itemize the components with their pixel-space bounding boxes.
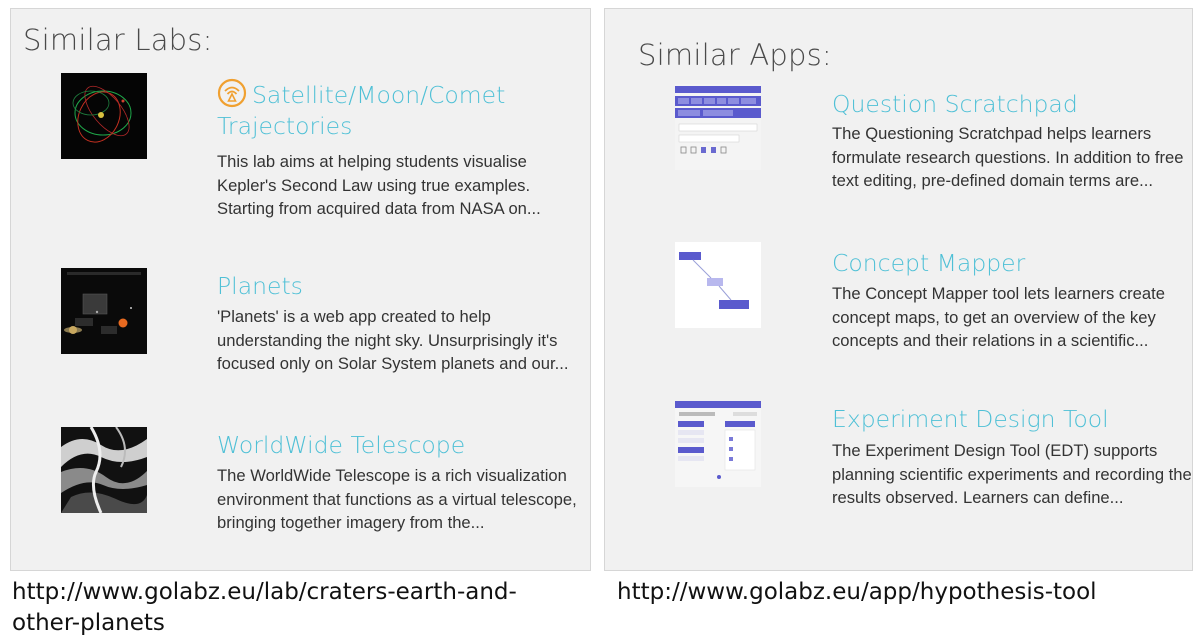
app-thumbnail-concept-mapper[interactable]	[675, 242, 761, 328]
lab-title-worldwide-telescope[interactable]: WorldWide Telescope	[217, 431, 466, 459]
left-url-caption[interactable]: http://www.golabz.eu/lab/craters-earth-a…	[12, 579, 517, 636]
app-thumbnail-question-scratchpad[interactable]	[675, 84, 761, 170]
app-description-concept-mapper: The Concept Mapper tool lets learners cr…	[832, 284, 1165, 351]
app-title-question-scratchpad[interactable]: Question Scratchpad	[832, 90, 1078, 118]
nebula-image	[61, 427, 147, 513]
lab-thumbnail-satellite[interactable]	[61, 73, 147, 159]
wifi-signal-icon	[217, 78, 247, 108]
orbit-trajectories-image	[61, 73, 147, 159]
lab-description-satellite: This lab aims at helping students visual…	[217, 152, 541, 219]
similar-labs-heading: Similar Labs:	[23, 23, 213, 57]
lab-description-planets: 'Planets' is a web app created to help u…	[217, 307, 569, 374]
experiment-design-screenshot-image	[675, 401, 761, 487]
planets-image	[61, 268, 147, 354]
lab-title-satellite[interactable]: Satellite/Moon/Comet Trajectories	[217, 78, 557, 142]
app-thumbnail-experiment-design-tool[interactable]	[675, 401, 761, 487]
similar-apps-heading: Similar Apps:	[638, 38, 832, 72]
similar-apps-panel: Similar Apps:	[604, 8, 1193, 571]
scratchpad-screenshot-image	[675, 84, 761, 170]
app-description-question-scratchpad: The Questioning Scratchpad helps learner…	[832, 124, 1184, 191]
app-title-experiment-design-tool[interactable]: Experiment Design Tool	[832, 405, 1109, 433]
lab-thumbnail-planets[interactable]	[61, 268, 147, 354]
lab-thumbnail-worldwide-telescope[interactable]	[61, 427, 147, 513]
lab-description-worldwide-telescope: The WorldWide Telescope is a rich visual…	[217, 466, 577, 533]
app-description-experiment-design-tool: The Experiment Design Tool (EDT) support…	[832, 441, 1192, 508]
concept-map-screenshot-image	[675, 242, 761, 328]
lab-title-planets[interactable]: Planets	[217, 272, 303, 300]
app-title-concept-mapper[interactable]: Concept Mapper	[832, 249, 1026, 277]
right-url-caption[interactable]: http://www.golabz.eu/app/hypothesis-tool	[617, 579, 1097, 605]
similar-labs-panel: Similar Labs: Satellite/Mo	[10, 8, 591, 571]
lab-title-satellite-text: Satellite/Moon/Comet Trajectories	[217, 81, 506, 140]
